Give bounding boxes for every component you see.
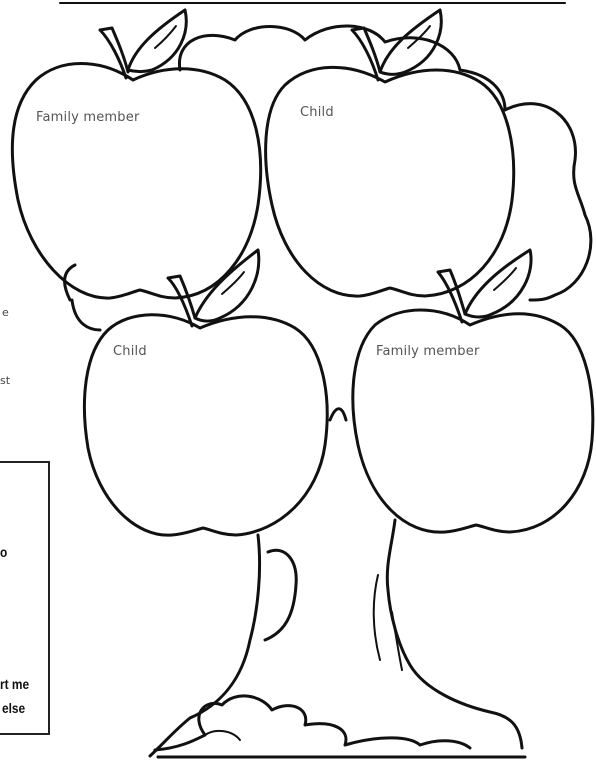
apple-label-top-left: Family member	[36, 110, 139, 125]
trunk-split	[330, 409, 346, 420]
tree-trunk-right	[387, 520, 522, 748]
left-text-box	[0, 461, 50, 735]
apple-bottom-right	[353, 250, 593, 532]
tree-trunk-left	[150, 535, 260, 756]
apple-bottom-left	[84, 250, 327, 535]
apple-label-bottom-right: Family member	[376, 344, 479, 359]
trunk-knot	[265, 550, 296, 640]
root-curl	[205, 731, 240, 740]
apple-label-bottom-left: Child	[113, 344, 147, 359]
margin-fragment: rt me	[0, 676, 29, 692]
margin-fragment: st	[0, 374, 10, 387]
margin-fragment: e	[2, 306, 9, 319]
margin-fragment: else	[2, 700, 25, 716]
apple-label-top-right: Child	[300, 105, 334, 120]
bark-line	[374, 575, 380, 660]
apple-top-right	[266, 10, 514, 296]
margin-fragment: o	[0, 544, 7, 560]
apple-top-left	[12, 10, 260, 298]
